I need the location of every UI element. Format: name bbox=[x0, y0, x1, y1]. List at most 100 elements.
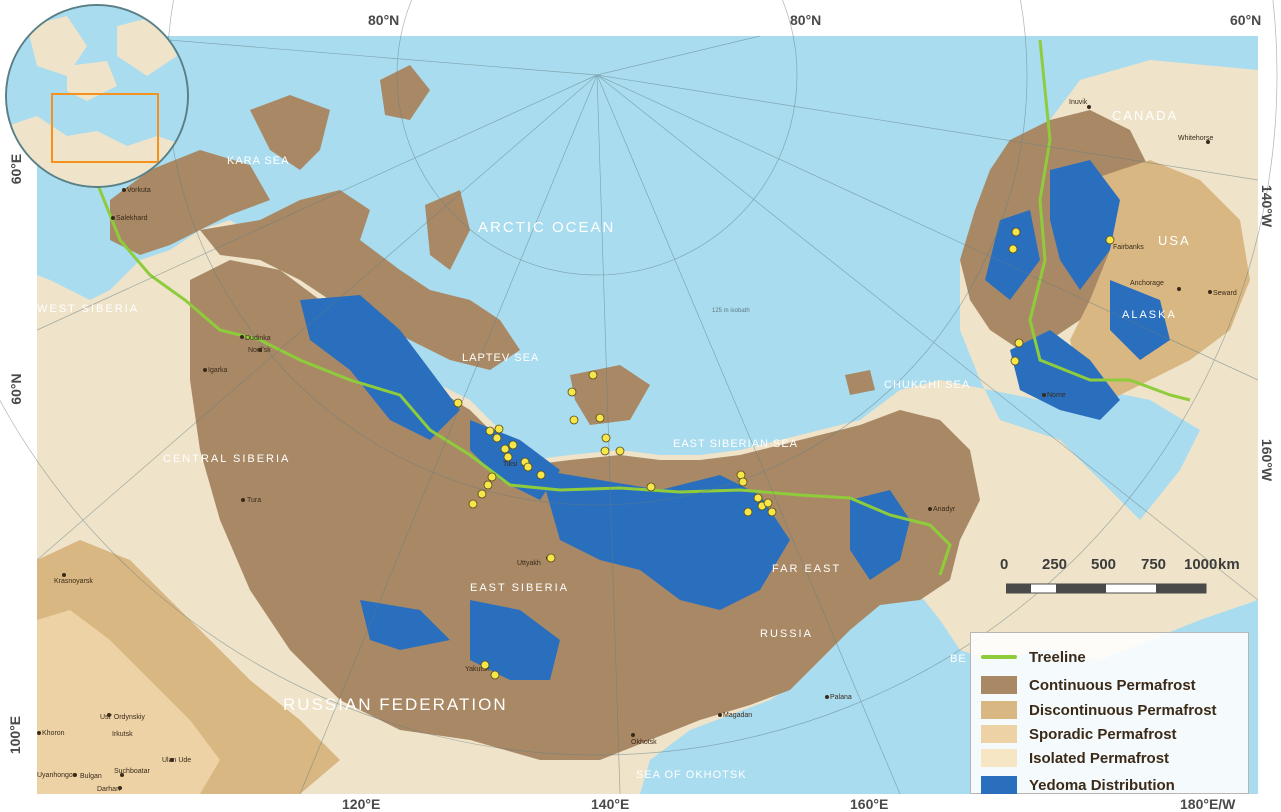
city-dot bbox=[928, 507, 932, 511]
left-label-60e: 60°E bbox=[8, 153, 24, 185]
site-marker bbox=[508, 440, 518, 450]
city-uttyakh: Uttyakh bbox=[517, 560, 541, 567]
site-marker bbox=[615, 446, 625, 456]
scale-tick-750: 750 bbox=[1141, 556, 1167, 573]
site-marker bbox=[453, 398, 463, 408]
city-tiksi: Tiksi bbox=[503, 461, 518, 468]
city-dot bbox=[1087, 105, 1091, 109]
sample-sites bbox=[453, 227, 1115, 680]
city-dot bbox=[241, 498, 245, 502]
site-marker bbox=[480, 660, 490, 670]
novaya-zemlya bbox=[250, 95, 330, 170]
graticule bbox=[0, 0, 1278, 795]
legend-item-sporadic: Sporadic Permafrost bbox=[981, 724, 1177, 744]
site-marker bbox=[477, 489, 487, 499]
region-west-siberia: WEST SIBERIA bbox=[37, 303, 139, 315]
sea-east-siberian: EAST SIBERIAN SEA bbox=[673, 438, 798, 450]
inset-extent-box bbox=[51, 93, 159, 163]
legend-swatch-isolated bbox=[981, 749, 1017, 767]
city-dot bbox=[1177, 287, 1181, 291]
city-dot bbox=[120, 773, 124, 777]
legend: Treeline Continuous Permafrost Discontin… bbox=[970, 632, 1249, 794]
city-seward: Seward bbox=[1213, 290, 1237, 297]
legend-item-yedoma: Yedoma Distribution bbox=[981, 775, 1175, 795]
site-marker bbox=[1014, 338, 1024, 348]
city-norilsk: Noril'sk bbox=[248, 347, 271, 354]
region-canada: CANADA bbox=[1112, 108, 1178, 123]
bottom-label-180: 180°E/W bbox=[1180, 796, 1236, 812]
city-markers: Vorkuta Salekhard Dudinka Noril'sk Igark… bbox=[37, 99, 1237, 793]
right-label-160w: 160°W bbox=[1259, 438, 1275, 482]
right-label-140w: 140°W bbox=[1259, 184, 1275, 228]
city-dot bbox=[258, 348, 262, 352]
new-siberian-islands bbox=[570, 365, 650, 425]
site-marker bbox=[738, 477, 748, 487]
top-label-60n: 60°N bbox=[1230, 12, 1262, 28]
city-inuvik: Inuvik bbox=[1069, 99, 1088, 106]
legend-label-discontinuous: Discontinuous Permafrost bbox=[1029, 701, 1217, 719]
legend-swatch-yedoma bbox=[981, 776, 1017, 794]
legend-item-continuous: Continuous Permafrost bbox=[981, 675, 1196, 695]
scale-tick-500: 500 bbox=[1091, 556, 1117, 573]
city-okhotsk: Okhotsk bbox=[631, 739, 657, 746]
city-dot bbox=[203, 368, 207, 372]
site-marker bbox=[494, 424, 504, 434]
site-marker bbox=[567, 387, 577, 397]
continuous-permafrost-yamal bbox=[110, 150, 270, 255]
city-khoron: Khoron bbox=[42, 730, 65, 737]
legend-item-treeline: Treeline bbox=[981, 647, 1086, 667]
legend-swatch-discontinuous bbox=[981, 701, 1017, 719]
left-label-60n: 60°N bbox=[8, 373, 24, 405]
city-yakutsk: Yakutsk bbox=[465, 666, 490, 673]
region-central-siberia: CENTRAL SIBERIA bbox=[163, 453, 290, 465]
region-east-siberia: EAST SIBERIA bbox=[470, 582, 569, 594]
inset-globe-map bbox=[7, 6, 187, 186]
city-irkutsk: Irkutsk bbox=[112, 731, 133, 738]
city-bulgan: Bulgan bbox=[80, 773, 102, 780]
city-suchboatar: Suchboatar bbox=[114, 768, 150, 775]
site-marker bbox=[468, 499, 478, 509]
legend-label-isolated: Isolated Permafrost bbox=[1029, 749, 1170, 767]
site-marker bbox=[767, 507, 777, 517]
inset-globe bbox=[5, 4, 189, 188]
site-marker bbox=[536, 470, 546, 480]
city-fairbanks: Fairbanks bbox=[1113, 244, 1144, 251]
treeline-north-america bbox=[1028, 39, 1191, 402]
legend-label-yedoma: Yedoma Distribution bbox=[1029, 776, 1175, 794]
site-marker bbox=[487, 472, 497, 482]
arctic-ocean-area bbox=[37, 36, 1258, 520]
franz-josef-land bbox=[380, 65, 430, 120]
city-magadan: Magadan bbox=[723, 712, 752, 719]
site-marker bbox=[1010, 356, 1020, 366]
site-marker bbox=[500, 444, 510, 454]
severnaya-zemlya bbox=[425, 190, 470, 270]
legend-item-discontinuous: Discontinuous Permafrost bbox=[981, 700, 1217, 720]
legend-swatch-treeline bbox=[981, 655, 1017, 659]
city-dot bbox=[73, 773, 77, 777]
city-ust-ordynskiy: Ust' Ordynskiy bbox=[100, 714, 145, 721]
region-alaska: ALASKA bbox=[1122, 309, 1177, 321]
site-marker bbox=[485, 426, 495, 436]
site-marker bbox=[646, 482, 656, 492]
city-dot bbox=[240, 335, 244, 339]
bottom-label-160e: 160°E bbox=[850, 796, 889, 812]
scale-tick-250: 250 bbox=[1042, 556, 1068, 573]
legend-swatch-sporadic bbox=[981, 725, 1017, 743]
treeline bbox=[96, 184, 952, 576]
legend-swatch-continuous bbox=[981, 676, 1017, 694]
site-marker bbox=[601, 433, 611, 443]
top-label-80n-left: 80°N bbox=[368, 12, 400, 28]
site-marker bbox=[588, 370, 598, 380]
city-dot bbox=[37, 731, 41, 735]
city-vorkuta: Vorkuta bbox=[127, 187, 151, 194]
region-russian-federation: RUSSIAN FEDERATION bbox=[283, 695, 508, 714]
city-darhan: Darhan bbox=[97, 786, 120, 793]
region-usa: USA bbox=[1158, 233, 1191, 248]
sea-kara: KARA SEA bbox=[227, 155, 289, 167]
site-marker bbox=[569, 415, 579, 425]
city-nome: Nome bbox=[1047, 392, 1066, 399]
site-marker bbox=[503, 452, 513, 462]
city-dot bbox=[1208, 290, 1212, 294]
